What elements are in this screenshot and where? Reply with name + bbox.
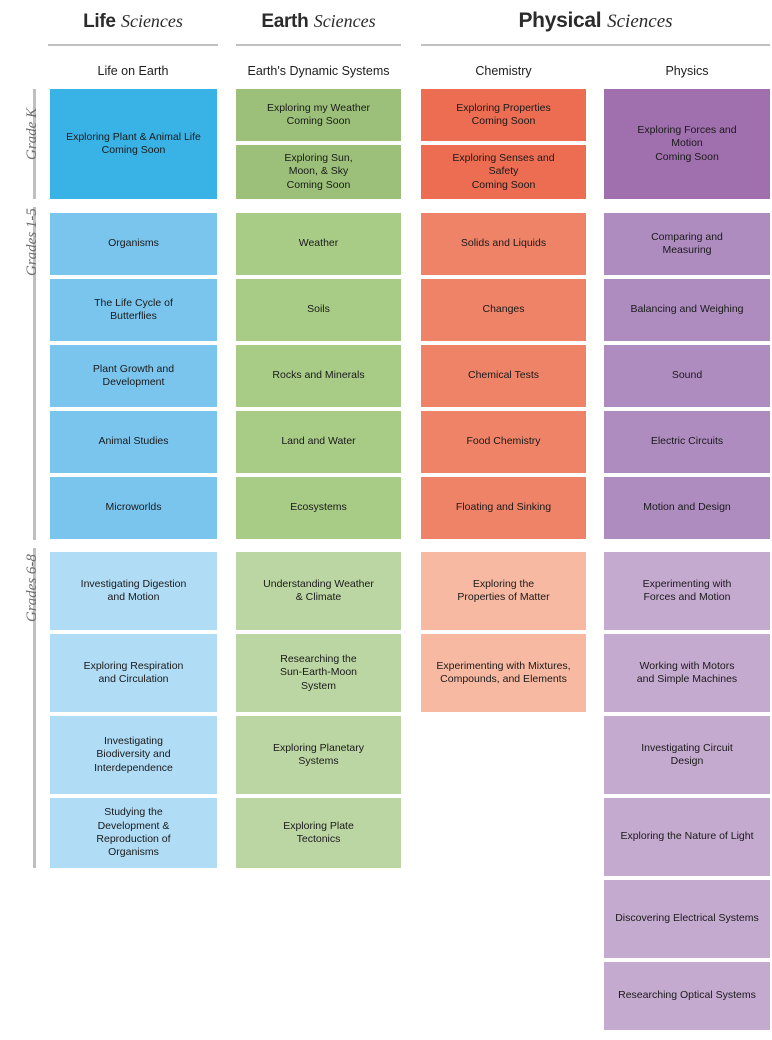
cell-grades-6-8-physics-5[interactable]: Discovering Electrical Systems	[604, 880, 770, 958]
column-header-life-on-earth: Life on Earth	[48, 64, 218, 78]
cell-grades-1-5-earth-5[interactable]: Ecosystems	[236, 477, 401, 539]
cell-grades-1-5-physics-4[interactable]: Electric Circuits	[604, 411, 770, 473]
cell-grade-k-chemistry-1[interactable]: Exploring Properties Coming Soon	[421, 89, 586, 141]
cell-grades-1-5-life-on-earth-1[interactable]: Organisms	[50, 213, 217, 275]
cell-grades-1-5-physics-3[interactable]: Sound	[604, 345, 770, 407]
column-header-chemistry: Chemistry	[421, 64, 586, 78]
grade-divider-bar-k	[33, 89, 36, 199]
header-rule-earth	[236, 44, 401, 46]
header-group-physical-sciences: Physical Sciences	[421, 10, 770, 31]
cell-grades-1-5-earth-1[interactable]: Weather	[236, 213, 401, 275]
column-header-label: Chemistry	[475, 64, 532, 78]
column-header-label: Earth's Dynamic Systems	[247, 64, 390, 78]
grade-label-6-8: Grades 6-8	[24, 554, 40, 622]
header-light-physical: Sciences	[607, 11, 673, 32]
grade-divider-bar-1-5	[33, 207, 36, 540]
cell-grades-6-8-physics-3[interactable]: Investigating Circuit Design	[604, 716, 770, 794]
cell-grade-k-chemistry-2[interactable]: Exploring Senses and Safety Coming Soon	[421, 145, 586, 199]
header-strong-physical: Physical	[518, 9, 602, 32]
cell-grades-6-8-earth-1[interactable]: Understanding Weather & Climate	[236, 552, 401, 630]
cell-grades-6-8-life-on-earth-3[interactable]: Investigating Biodiversity and Interdepe…	[50, 716, 217, 794]
cell-grades-1-5-earth-2[interactable]: Soils	[236, 279, 401, 341]
header-group-life-sciences: Life Sciences	[48, 12, 218, 31]
grade-divider-bar-6-8	[33, 548, 36, 868]
cell-grades-6-8-life-on-earth-4[interactable]: Studying the Development & Reproduction …	[50, 798, 217, 868]
cell-grades-1-5-chemistry-2[interactable]: Changes	[421, 279, 586, 341]
header-strong-earth: Earth	[261, 11, 309, 32]
cell-grade-k-life-on-earth-1[interactable]: Exploring Plant & Animal Life Coming Soo…	[50, 89, 217, 199]
cell-grades-1-5-life-on-earth-4[interactable]: Animal Studies	[50, 411, 217, 473]
header-title-earth: Earth Sciences	[236, 12, 401, 31]
column-header-label: Life on Earth	[97, 64, 169, 78]
column-header-label: Physics	[665, 64, 709, 78]
cell-grades-1-5-life-on-earth-2[interactable]: The Life Cycle of Butterflies	[50, 279, 217, 341]
cell-grades-1-5-earth-4[interactable]: Land and Water	[236, 411, 401, 473]
header-title-life: Life Sciences	[48, 12, 218, 31]
cell-grades-6-8-physics-6[interactable]: Researching Optical Systems	[604, 962, 770, 1030]
cell-grades-6-8-physics-1[interactable]: Experimenting with Forces and Motion	[604, 552, 770, 630]
grade-label-k: Grade K	[24, 107, 40, 160]
cell-grades-6-8-chemistry-2[interactable]: Experimenting with Mixtures, Compounds, …	[421, 634, 586, 712]
cell-grades-1-5-life-on-earth-5[interactable]: Microworlds	[50, 477, 217, 539]
cell-grades-1-5-chemistry-1[interactable]: Solids and Liquids	[421, 213, 586, 275]
grade-label-1-5: Grades 1-5	[24, 208, 40, 276]
cell-grades-1-5-life-on-earth-3[interactable]: Plant Growth and Development	[50, 345, 217, 407]
cell-grades-1-5-chemistry-5[interactable]: Floating and Sinking	[421, 477, 586, 539]
cell-grades-6-8-life-on-earth-1[interactable]: Investigating Digestion and Motion	[50, 552, 217, 630]
header-group-earth-sciences: Earth Sciences	[236, 12, 401, 31]
cell-grades-6-8-earth-3[interactable]: Exploring Planetary Systems	[236, 716, 401, 794]
cell-grades-1-5-physics-2[interactable]: Balancing and Weighing	[604, 279, 770, 341]
column-header-physics: Physics	[604, 64, 770, 78]
column-header-earths-dynamic-systems: Earth's Dynamic Systems	[236, 64, 401, 78]
header-light-life: Sciences	[120, 11, 183, 31]
cell-grades-1-5-earth-3[interactable]: Rocks and Minerals	[236, 345, 401, 407]
cell-grades-6-8-physics-4[interactable]: Exploring the Nature of Light	[604, 798, 770, 876]
cell-grade-k-earth-1[interactable]: Exploring my Weather Coming Soon	[236, 89, 401, 141]
header-strong-life: Life	[83, 11, 116, 32]
cell-grades-6-8-physics-2[interactable]: Working with Motors and Simple Machines	[604, 634, 770, 712]
header-rule-physical	[421, 44, 770, 46]
header-rule-life	[48, 44, 218, 46]
cell-grades-6-8-chemistry-1[interactable]: Exploring the Properties of Matter	[421, 552, 586, 630]
cell-grades-6-8-earth-2[interactable]: Researching the Sun-Earth-Moon System	[236, 634, 401, 712]
cell-grades-1-5-physics-5[interactable]: Motion and Design	[604, 477, 770, 539]
cell-grade-k-earth-2[interactable]: Exploring Sun, Moon, & Sky Coming Soon	[236, 145, 401, 199]
cell-grade-k-physics-1[interactable]: Exploring Forces and Motion Coming Soon	[604, 89, 770, 199]
cell-grades-1-5-physics-1[interactable]: Comparing and Measuring	[604, 213, 770, 275]
cell-grades-1-5-chemistry-4[interactable]: Food Chemistry	[421, 411, 586, 473]
header-title-physical: Physical Sciences	[421, 10, 770, 31]
cell-grades-1-5-chemistry-3[interactable]: Chemical Tests	[421, 345, 586, 407]
header-light-earth: Sciences	[313, 11, 376, 31]
cell-grades-6-8-earth-4[interactable]: Exploring Plate Tectonics	[236, 798, 401, 868]
cell-grades-6-8-life-on-earth-2[interactable]: Exploring Respiration and Circulation	[50, 634, 217, 712]
